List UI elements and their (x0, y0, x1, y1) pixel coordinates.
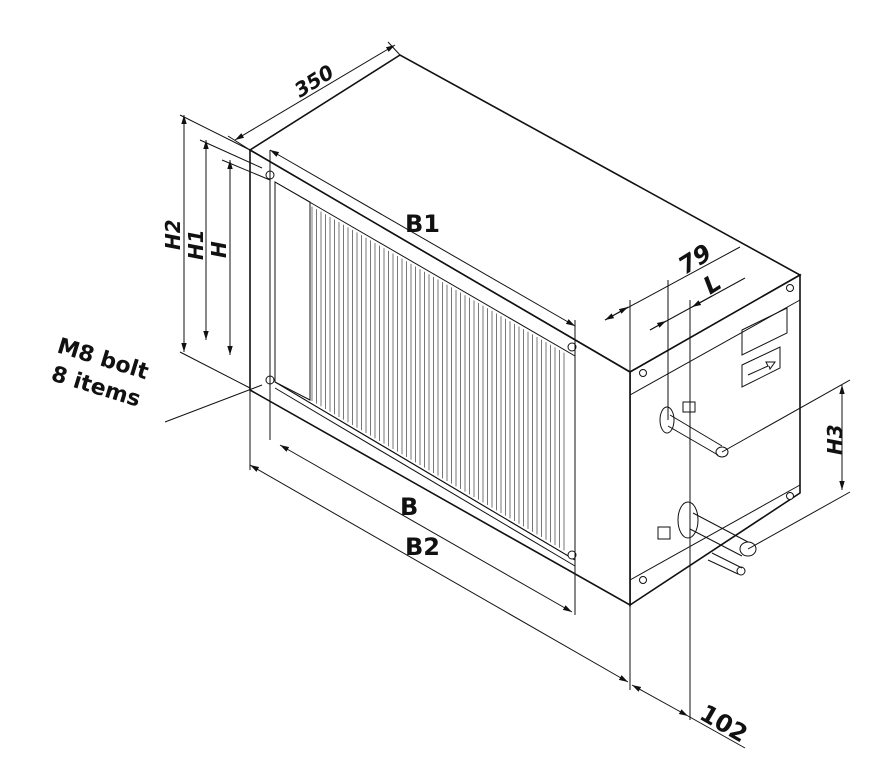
flow-arrow-icon (747, 361, 776, 376)
flow-arrow-plate (741, 346, 781, 388)
dim-label-h3: H3 (823, 424, 847, 455)
dim-label-350: 350 (290, 60, 338, 103)
upper-pipe (659, 401, 729, 458)
nameplate (741, 307, 788, 356)
dim-label-h2: H2 (161, 219, 185, 250)
dim-label-b1: B1 (405, 210, 440, 238)
pipe-label-icon (657, 526, 671, 540)
dim-label-h1: H1 (184, 229, 208, 260)
bolt-icon (567, 342, 577, 352)
bolt-icon (639, 576, 647, 584)
right-bottom-band (629, 484, 801, 581)
dim-label-102: 102 (695, 699, 752, 748)
bolts (265, 170, 794, 584)
bolt-icon (786, 492, 794, 500)
dimension-lines (164, 41, 851, 749)
dim-label-h: H (207, 241, 231, 258)
lower-pipe (657, 501, 757, 576)
pipe-label-icon (682, 401, 696, 413)
dim-label-b2: B2 (405, 533, 440, 561)
bolt-icon (786, 284, 794, 292)
bolt-icon (639, 369, 647, 377)
dim-label-b: B (400, 493, 418, 521)
